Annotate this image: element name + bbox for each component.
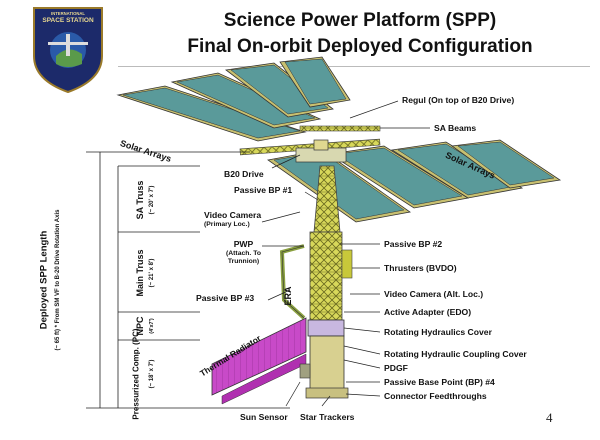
- main-truss-text: Main Truss: [135, 249, 145, 297]
- thrusters-label: Thrusters (BVDO): [384, 263, 457, 273]
- page-number: 4: [546, 410, 553, 425]
- sa-truss-sub: (~ 20' x 7'): [149, 186, 155, 215]
- video-camera-primary-label: Video Camera (Primary Loc.): [204, 210, 262, 229]
- sa-truss-text: SA Truss: [135, 180, 145, 220]
- main-truss-label: Main Truss: [135, 249, 145, 296]
- solar-panel: [116, 85, 307, 142]
- passive-bp1-label: Passive BP #1: [234, 185, 293, 195]
- rotating-hydraulic-coupling-cover-label: Rotating Hydraulic Coupling Cover: [384, 349, 527, 359]
- slide-title-line1: Science Power Platform (SPP): [223, 10, 497, 31]
- sun-sensor-label: Sun Sensor: [240, 412, 288, 422]
- deployed-length-sub-text: (~ 65 ft) * From SM VF to B-20 Drive Rot…: [55, 209, 61, 351]
- npc-module: [307, 319, 345, 337]
- rotating-hydraulics-cover-label: Rotating Hydraulics Cover: [384, 327, 492, 337]
- pwp-sub2: Trunnion): [227, 257, 260, 265]
- pc-sub-text: (~ 18' x 7'): [149, 359, 155, 389]
- solar-panel: [170, 72, 322, 129]
- pdgf-label: PDGF: [384, 363, 408, 373]
- pc-label: Pressurized Comp. (PC): [132, 328, 141, 419]
- pressurized-compartment: [299, 335, 349, 399]
- thermal-radiator: [211, 317, 307, 405]
- star-trackers-label: Star Trackers: [300, 412, 355, 422]
- b20-drive-label: B20 Drive: [224, 169, 264, 179]
- deployed-length-sub: (~ 65 ft) * From SM VF to B-20 Drive Rot…: [55, 210, 61, 351]
- passive-bp3-label: Passive BP #3: [196, 293, 255, 303]
- logo-small-text: INTERNATIONAL: [51, 11, 85, 16]
- npc-sub: (4'x7'): [149, 318, 155, 333]
- sa-beams-label: SA Beams: [434, 123, 477, 133]
- connector-feedthroughs-label: Connector Feedthroughs: [384, 391, 487, 401]
- solar-panel: [390, 141, 524, 199]
- video-camera-primary-text: Video Camera: [204, 210, 262, 220]
- b20-drive: [295, 139, 347, 163]
- solar-panel: [279, 56, 351, 108]
- leader-lines: [261, 100, 430, 407]
- deployed-length-label: Deployed SPP Length: [39, 231, 50, 330]
- active-adapter-label: Active Adapter (EDO): [384, 307, 472, 317]
- pc-text: Pressurized Comp. (PC): [131, 328, 141, 420]
- video-camera-alt-label: Video Camera (Alt. Loc.): [384, 289, 484, 299]
- sa-truss-label: SA Truss: [135, 181, 145, 220]
- era-label: ERA: [283, 286, 293, 306]
- video-camera-primary-sub: (Primary Loc.): [204, 220, 250, 228]
- pwp-text: PWP: [233, 239, 254, 249]
- solar-panel: [224, 62, 334, 118]
- main-truss: [309, 231, 353, 321]
- deployed-length-text: Deployed SPP Length: [38, 230, 50, 330]
- pwp-label: PWP (Attach. To Trunnion): [226, 239, 261, 266]
- pc-sub: (~ 18' x 7'): [149, 360, 155, 389]
- solar-panel: [450, 139, 562, 189]
- title-rule: [118, 66, 590, 67]
- solar-arrays-left: [116, 56, 351, 142]
- main-truss-sub-text: (~ 21' x 8'): [149, 258, 155, 288]
- main-truss-sub: (~ 21' x 8'): [149, 259, 155, 288]
- solar-arrays-right: [266, 139, 562, 223]
- logo-text: SPACE STATION: [42, 17, 94, 24]
- pwp-sub1: (Attach. To: [226, 249, 261, 257]
- slide-title-line2: Final On-orbit Deployed Configuration: [187, 36, 533, 57]
- passive-bp4-label: Passive Base Point (BP) #4: [384, 377, 495, 387]
- dimension-lines: [86, 151, 290, 409]
- regul-label: Regul (On top of B20 Drive): [402, 95, 515, 105]
- era-arm: [279, 244, 306, 320]
- npc-sub-text: (4'x7'): [149, 318, 155, 334]
- passive-bp2-label: Passive BP #2: [384, 239, 443, 249]
- space-station-logo: INTERNATIONAL SPACE STATION: [33, 7, 103, 94]
- sa-truss-sub-text: (~ 20' x 7'): [149, 185, 155, 215]
